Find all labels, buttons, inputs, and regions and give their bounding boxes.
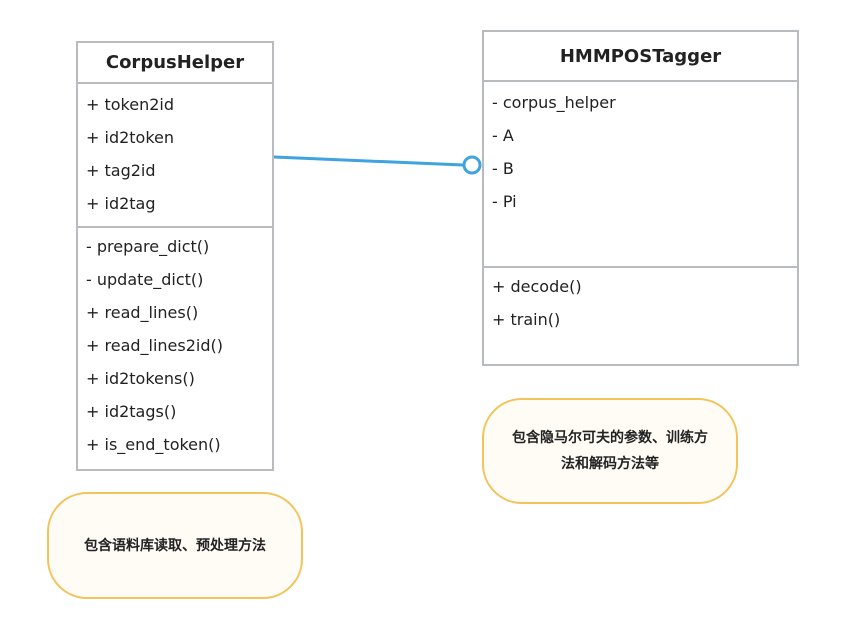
method: + read_lines() bbox=[86, 303, 199, 322]
attribute: - corpus_helper bbox=[492, 93, 616, 112]
attribute: + token2id bbox=[86, 95, 175, 114]
attribute: - Pi bbox=[492, 192, 517, 211]
note-text-line: 包含隐马尔可夫的参数、训练方 bbox=[512, 430, 708, 446]
class-hmm-pos-tagger[interactable]: HMMPOSTagger - corpus_helper - A - B - P… bbox=[482, 30, 799, 366]
note-text-line: 法和解码方法等 bbox=[561, 456, 659, 472]
method: - prepare_dict() bbox=[86, 237, 210, 256]
method: + train() bbox=[492, 310, 561, 329]
method: + is_end_token() bbox=[86, 435, 221, 454]
attribute: + id2tag bbox=[86, 194, 156, 213]
methods-section: - prepare_dict() - update_dict() + read_… bbox=[78, 228, 272, 461]
note-text: 包含语料库读取、预处理方法 bbox=[84, 537, 266, 554]
method: + id2tags() bbox=[86, 402, 177, 421]
method: - update_dict() bbox=[86, 270, 204, 289]
method: + id2tokens() bbox=[86, 369, 195, 388]
method: + decode() bbox=[492, 277, 582, 296]
note-text: 包含隐马尔可夫的参数、训练方 法和解码方法等 bbox=[512, 425, 708, 477]
class-corpus-helper[interactable]: CorpusHelper + token2id + id2token + tag… bbox=[76, 41, 274, 471]
association-line bbox=[272, 155, 465, 167]
attributes-section: + token2id + id2token + tag2id + id2tag bbox=[78, 84, 272, 228]
method: + read_lines2id() bbox=[86, 336, 223, 355]
attribute: + tag2id bbox=[86, 161, 156, 180]
note-hmm-pos-tagger[interactable]: 包含隐马尔可夫的参数、训练方 法和解码方法等 bbox=[482, 398, 738, 504]
attributes-section: - corpus_helper - A - B - Pi bbox=[484, 82, 797, 268]
attribute: - B bbox=[492, 159, 514, 178]
attribute: - A bbox=[492, 126, 514, 145]
association-end-circle bbox=[462, 155, 482, 175]
class-title: CorpusHelper bbox=[78, 43, 272, 84]
class-title: HMMPOSTagger bbox=[484, 32, 797, 82]
note-corpus-helper[interactable]: 包含语料库读取、预处理方法 bbox=[47, 492, 303, 599]
methods-section: + decode() + train() bbox=[484, 268, 797, 336]
attribute: + id2token bbox=[86, 128, 175, 147]
